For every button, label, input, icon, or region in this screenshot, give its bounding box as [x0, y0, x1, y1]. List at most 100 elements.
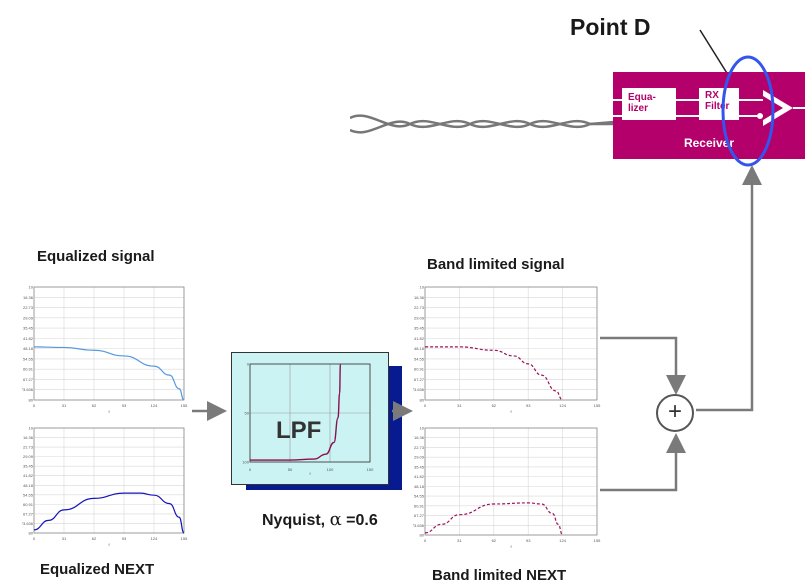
tick-label-y: 73.636	[22, 387, 34, 392]
axis-label-x: f	[510, 544, 512, 549]
tick-label-y: 35.45	[414, 326, 425, 331]
tick-label-x: 124	[151, 536, 158, 541]
nyquist-label: Nyquist, α =0.6	[262, 509, 378, 530]
tick-label-y: 67.27	[414, 513, 425, 518]
tick-label-y: 48.18	[23, 483, 34, 488]
plot-frame	[424, 427, 598, 536]
tick-label-x: 0	[249, 467, 252, 472]
tick-label-y: 67.27	[414, 377, 425, 382]
tick-label-y: 80	[420, 533, 425, 538]
tick-label-x: 31	[62, 536, 67, 541]
adder-symbol: +	[667, 398, 682, 425]
tick-label-y: 60.91	[414, 503, 425, 508]
axis-label-x: f	[510, 409, 512, 414]
equalizer-box: Equa- lizer	[622, 88, 676, 120]
point-d-label: Point D	[570, 14, 651, 40]
tick-label-y: 73.636	[22, 521, 34, 526]
equalized-next-label: Equalized NEXT	[40, 561, 155, 578]
alpha-value: =0.6	[341, 512, 378, 529]
tick-label-y: 22.73	[414, 305, 425, 310]
tick-label-x: 93	[526, 538, 531, 543]
receiver-label: Receiver	[683, 136, 735, 150]
tick-label-y: 60.91	[23, 502, 34, 507]
tick-label-x: 124	[559, 538, 566, 543]
tick-label-y: 0	[247, 362, 250, 367]
tick-label-y: 35.45	[23, 464, 34, 469]
tick-label-x: 62	[92, 536, 97, 541]
band-limited-signal-label: Band limited signal	[427, 256, 565, 273]
tick-label-x: 93	[122, 536, 127, 541]
tick-label-y: 29.09	[414, 315, 425, 320]
tick-label-x: 124	[559, 403, 566, 408]
tick-label-y: 41.82	[414, 474, 425, 479]
tick-label-x: 50	[288, 467, 293, 472]
tick-label-y: 29.09	[23, 454, 34, 459]
tick-label-y: 67.27	[23, 377, 34, 382]
tick-label-y: 80	[29, 531, 34, 536]
tick-label-x: 93	[526, 403, 531, 408]
band-next-to-adder	[600, 433, 686, 492]
tick-label-x: 62	[492, 538, 497, 543]
plot-frame	[424, 286, 598, 401]
band-limited-next-label: Band limited NEXT	[432, 567, 567, 584]
adder-circle	[656, 394, 694, 432]
tick-label-y: 29.09	[23, 315, 34, 320]
tick-label-y: 22.73	[23, 305, 34, 310]
tick-label-y: 41.82	[414, 336, 425, 341]
tick-label-x: 100	[327, 467, 334, 472]
tick-label-x: 0	[33, 403, 36, 408]
axis-label-x: f	[108, 542, 110, 547]
alpha-symbol: α	[329, 509, 342, 530]
band-limited-signal-curve	[424, 346, 563, 401]
tick-label-x: 31	[457, 538, 462, 543]
twisted-pair-cable	[350, 114, 615, 134]
tick-label-y: 80	[29, 398, 34, 403]
tick-label-x: 93	[122, 403, 127, 408]
tick-label-y: 60.91	[414, 367, 425, 372]
tick-label-y: 10	[29, 426, 34, 431]
plot-frame	[33, 427, 185, 534]
equalized-signal-label: Equalized signal	[37, 248, 155, 265]
rx-filter-box: RX Filter	[699, 88, 739, 120]
tick-label-y: 35.45	[23, 326, 34, 331]
nyquist-text: Nyquist,	[262, 512, 330, 529]
tick-label-y: 73.636	[413, 387, 425, 392]
tick-label-y: 16.36	[23, 435, 34, 440]
tick-label-x: 62	[492, 403, 497, 408]
tick-label-y: 100	[242, 460, 249, 465]
tick-label-y: 54.55	[414, 494, 425, 499]
tick-label-y: 54.55	[23, 356, 34, 361]
equalized-next-curve	[33, 492, 185, 534]
tick-label-y: 16.36	[414, 435, 425, 440]
tick-label-y: 60.91	[23, 367, 34, 372]
tick-label-x: 124	[151, 403, 158, 408]
tick-label-x: 31	[62, 403, 67, 408]
tick-label-y: 54.55	[23, 492, 34, 497]
tick-label-y: 10	[420, 426, 425, 431]
lpf-label: LPF	[276, 417, 322, 444]
tick-label-y: 10	[29, 285, 34, 290]
tick-label-y: 16.36	[23, 295, 34, 300]
tick-label-y: 48.18	[23, 346, 34, 351]
tick-label-y: 41.82	[23, 473, 34, 478]
tick-label-y: 50	[245, 411, 250, 416]
tick-label-x: 0	[33, 536, 36, 541]
tick-label-x: 155	[594, 538, 601, 543]
tick-label-x: 155	[594, 403, 601, 408]
tick-label-y: 10	[420, 285, 425, 290]
plot-frame	[249, 363, 371, 463]
tick-label-x: 31	[457, 403, 462, 408]
tick-label-y: 67.27	[23, 511, 34, 516]
tick-label-y: 35.45	[414, 464, 425, 469]
point-d-pointer	[699, 29, 731, 79]
tick-label-x: 62	[92, 403, 97, 408]
tick-label-y: 48.18	[414, 484, 425, 489]
